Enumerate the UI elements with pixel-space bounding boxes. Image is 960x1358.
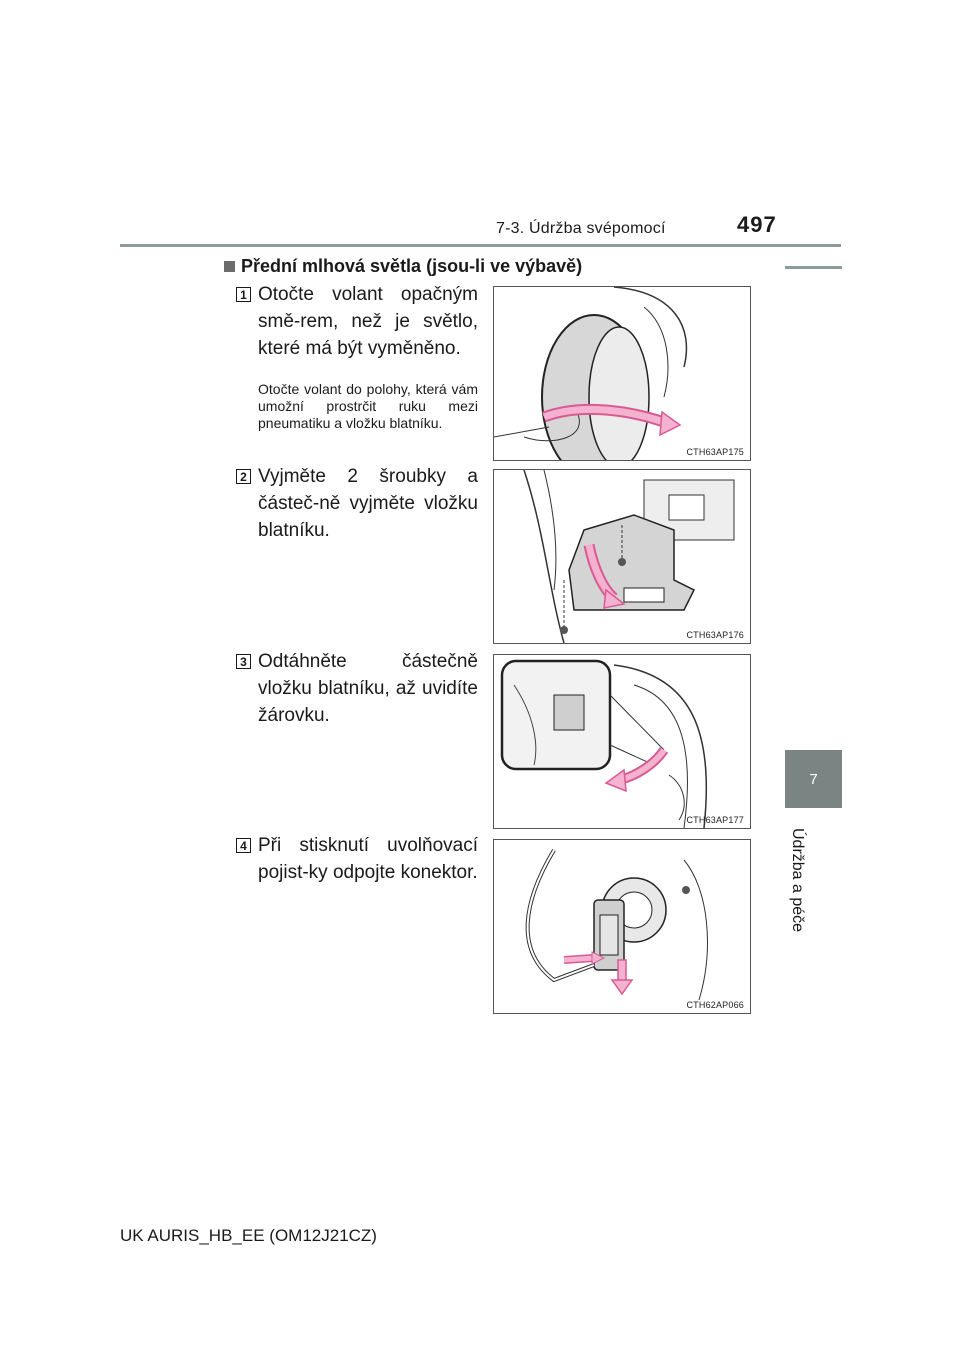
figure-step-1: CTH63AP175 bbox=[493, 286, 751, 461]
figure-code-2: CTH63AP176 bbox=[686, 630, 744, 640]
chapter-number: 7 bbox=[809, 770, 818, 788]
step-number-4: 4 bbox=[236, 838, 251, 853]
chapter-title: Údržba a péče bbox=[789, 828, 806, 933]
chapter-title-vertical: Údržba a péče bbox=[784, 828, 814, 1008]
connector-release-illustration bbox=[525, 848, 708, 1001]
square-bullet-icon bbox=[224, 261, 235, 272]
figure-step-3: CTH63AP177 bbox=[493, 654, 751, 829]
step-1-text: Otočte volant opačným smě-rem, než je sv… bbox=[258, 284, 478, 359]
page-number: 497 bbox=[737, 212, 777, 237]
header-rule bbox=[120, 244, 841, 247]
section-title: Přední mlhová světla (jsou-li ve výbavě) bbox=[241, 256, 583, 276]
step-number-3: 3 bbox=[236, 654, 251, 669]
tire-turn-illustration bbox=[494, 287, 688, 460]
figure-code-4: CTH62AP066 bbox=[686, 1000, 744, 1010]
fender-liner-screws-illustration bbox=[523, 470, 735, 643]
figure-step-4: CTH62AP066 bbox=[493, 839, 751, 1014]
figure-code-1: CTH63AP175 bbox=[686, 447, 744, 457]
section-heading: Přední mlhová světla (jsou-li ve výbavě) bbox=[224, 256, 582, 277]
chapter-tab: 7 bbox=[785, 750, 842, 808]
step-1-note: Otočte volant do polohy, která vám umožn… bbox=[258, 381, 478, 431]
header-section-title: 7-3. Údržba svépomocí bbox=[496, 220, 666, 237]
footer-model-code: UK AURIS_HB_EE (OM12J21CZ) bbox=[120, 1226, 377, 1245]
step-number-2: 2 bbox=[236, 469, 251, 484]
side-rule bbox=[785, 266, 842, 269]
step-number-1: 1 bbox=[236, 287, 251, 302]
figure-step-2: CTH63AP176 bbox=[493, 469, 751, 644]
figure-code-3: CTH63AP177 bbox=[686, 815, 744, 825]
pull-liner-illustration bbox=[500, 659, 708, 828]
step-4-text: Při stisknutí uvolňovací pojist-ky odpoj… bbox=[258, 835, 478, 883]
step-2-text: Vyjměte 2 šroubky a částeč-ně vyjměte vl… bbox=[258, 466, 478, 541]
step-3-text: Odtáhněte částečně vložku blatníku, až u… bbox=[258, 651, 478, 726]
